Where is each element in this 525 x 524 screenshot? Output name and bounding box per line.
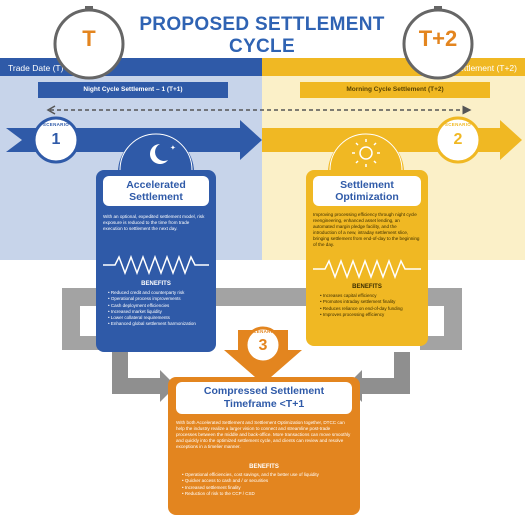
scenario-2-label: SCENARIO — [444, 122, 472, 127]
list-item: Promotes intraday settlement finality — [320, 299, 424, 305]
list-item: Improves processing efficiency — [320, 312, 424, 318]
list-item: Increases capital efficiency — [320, 293, 424, 299]
right-gray-arrow — [346, 352, 410, 402]
list-item: Increased market liquidity — [108, 309, 212, 315]
sun-dome-ring — [329, 133, 403, 171]
accelerated-settlement-title: Accelerated Settlement — [103, 176, 209, 206]
compressed-settlement-title: Compressed Settlement Timeframe <T+1 — [176, 382, 352, 414]
optimization-description: Improving processing efficiency through … — [313, 212, 420, 247]
list-item: Operational process improvements — [108, 296, 212, 302]
compressed-title-line1: Compressed Settlement — [203, 385, 325, 397]
clock-t2-icon — [402, 6, 474, 80]
accelerated-description: With an optional, expedited settlement m… — [103, 214, 205, 231]
clock-t-icon — [53, 6, 125, 80]
accelerated-title-line1: Accelerated — [126, 179, 186, 191]
list-item: Reduction of risk to the CCP / CSD — [182, 491, 354, 497]
page-title: PROPOSED SETTLEMENT CYCLE — [139, 14, 385, 57]
list-item: Reduces reliance on end-of-day funding — [320, 306, 424, 312]
scenario-2-number: 2 — [453, 131, 463, 148]
compressed-title-line2: Timeframe <T+1 — [223, 398, 305, 410]
compressed-benefits-title: BENEFITS — [249, 464, 279, 470]
moon-icon: ✦ — [150, 144, 176, 165]
settlement-optimization-title: Settlement Optimization — [313, 176, 421, 206]
list-item: Operational efficiencies, cost savings, … — [182, 472, 354, 478]
sun-icon — [352, 139, 380, 167]
compressed-benefits-list: Operational efficiencies, cost savings, … — [182, 472, 354, 497]
list-item: Enhanced global settlement harmonization — [108, 321, 212, 327]
morning-cycle-label: Morning Cycle Settlement (T+2) — [300, 82, 490, 98]
trade-date-label: Trade Date (T) — [8, 63, 64, 73]
accelerated-zigzag — [103, 254, 209, 276]
timeline-left-tip — [46, 105, 56, 115]
scenario-3-number: 3 — [258, 337, 268, 354]
list-item: Lower collateral requirements — [108, 315, 212, 321]
accelerated-title-line2: Settlement — [129, 191, 183, 203]
optimization-benefits-list: Increases capital efficiency Promotes in… — [320, 293, 424, 318]
clock-t-label: T — [82, 26, 96, 51]
left-gray-arrow — [112, 352, 176, 402]
list-item: Reduced credit and counterparty risk — [108, 290, 212, 296]
accelerated-benefits-list: Reduced credit and counterparty risk Ope… — [108, 290, 212, 328]
scenario-1-badge — [32, 116, 80, 164]
scenario-3-label: SCENARIO — [249, 329, 277, 334]
scenario-1-label: SCENARIO — [42, 122, 70, 127]
compressed-description: With both Accelerated Settlement and Set… — [176, 420, 351, 449]
scenario-3-badge — [244, 326, 282, 364]
moon-dome-ring — [119, 133, 193, 171]
scenario-2-badge — [434, 116, 482, 164]
optimization-title-line2: Optimization — [335, 191, 399, 203]
list-item: Cash deployment efficiencies — [108, 303, 212, 309]
svg-text:✦: ✦ — [170, 144, 176, 152]
accelerated-benefits-title: BENEFITS — [141, 281, 171, 287]
sun-dome — [328, 134, 404, 172]
edd-settlement-label: EDD Settlement (T+2) — [433, 63, 517, 73]
night-cycle-label: Night Cycle Settlement – 1 (T+1) — [38, 82, 228, 98]
optimization-benefits-title: BENEFITS — [352, 284, 382, 290]
clock-t2-label: T+2 — [418, 26, 458, 51]
optimization-zigzag — [313, 258, 421, 280]
moon-dome — [118, 134, 194, 172]
list-item: Increased settlement finality — [182, 485, 354, 491]
list-item: Quicker access to cash and / or securiti… — [182, 478, 354, 484]
scenario-1-number: 1 — [51, 131, 61, 148]
optimization-title-line1: Settlement — [340, 179, 394, 191]
